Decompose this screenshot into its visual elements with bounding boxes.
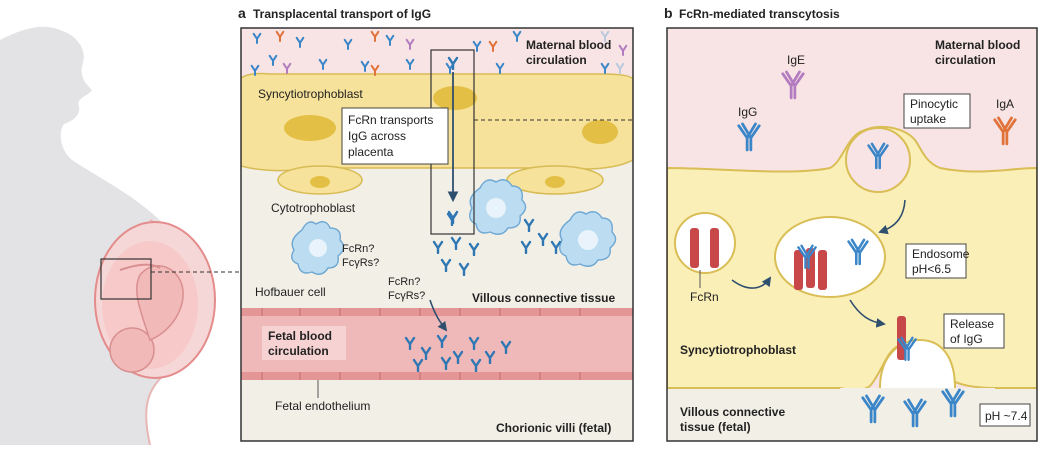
pinocytic-label-1: Pinocytic: [910, 97, 958, 111]
release-label-2: of IgG: [950, 332, 983, 346]
pinocytic-vesicle: [845, 127, 911, 193]
release-label-box: [943, 313, 1005, 349]
fetus-head: [109, 327, 155, 373]
callout-line-2: IgG across: [348, 129, 406, 143]
villous-label-b-2: tissue (fetal): [680, 420, 751, 434]
ph-label: pH ~7.4: [985, 409, 1028, 423]
panel-a-title: Transplacental transport of IgG: [253, 7, 431, 21]
fetal-endothelium-label: Fetal endothelium: [275, 399, 370, 413]
maternal-label-b-2: circulation: [935, 53, 996, 67]
ige-label: IgE: [787, 53, 805, 67]
endosome-label-1: Endosome: [912, 247, 970, 261]
igg-receptors-2: FcγRs?: [388, 290, 425, 302]
panel-a-frame: [240, 27, 634, 442]
arrow-to-endosome: [878, 199, 906, 235]
pregnant-figure-illustration: [0, 26, 216, 446]
maternal-label-b-1: Maternal blood: [935, 38, 1020, 52]
cytotrophoblast-label: Cytotrophoblast: [271, 201, 356, 215]
hofbauer-receptors-1: FcRn?: [342, 243, 374, 255]
chorionic-label: Chorionic villi (fetal): [496, 421, 611, 435]
callout-line-3: placenta: [348, 145, 394, 159]
syncytio-label-b: Syncytiotrophoblast: [680, 343, 796, 357]
fcrn-vesicle: [674, 212, 736, 274]
callout-box: [341, 107, 449, 165]
panel-b-title: FcRn-mediated transcytosis: [679, 7, 840, 21]
igg-label: IgG: [738, 105, 757, 119]
tissue-to-blood-arrow: [429, 299, 448, 332]
maternal-label-a-1: Maternal blood: [526, 38, 611, 52]
hofbauer-label: Hofbauer cell: [255, 285, 326, 299]
fetus-body: [136, 265, 184, 341]
release-label-1: Release: [950, 317, 994, 331]
fetal-blood-label-2: circulation: [268, 344, 329, 358]
callout-line-1: FcRn transports: [348, 113, 433, 127]
syncytiotrophoblast-label-a: Syncytiotrophoblast: [258, 87, 363, 101]
hofbauer-cells: [291, 179, 617, 275]
endosome-label-box: [905, 243, 967, 279]
endosome: [774, 216, 886, 298]
panel-b-letter: b: [664, 5, 673, 21]
pinocytic-label-box: [903, 93, 971, 129]
villous-label-a: Villous connective tissue: [472, 291, 615, 305]
fetal-blood-label-1: Fetal blood: [268, 329, 332, 343]
placenta-zoom-box: [100, 258, 152, 300]
villous-region-b: [667, 388, 1037, 441]
pinocytic-label-2: uptake: [910, 112, 946, 126]
arrow-fcrn-to-endosome: [731, 276, 772, 289]
maternal-label-a-2: circulation: [526, 53, 587, 67]
iga-label: IgA: [996, 97, 1014, 111]
panel-a: a Transplacental transport of IgG Matern…: [238, 5, 634, 442]
arrow-to-release: [849, 299, 886, 328]
panel-b-frame: [666, 27, 1038, 442]
panel-b: b FcRn-mediated transcytosis Maternal bl…: [664, 5, 1038, 442]
fcrn-label: FcRn: [690, 290, 719, 304]
villous-label-b-1: Villous connective: [680, 405, 785, 419]
igg-receptors-1: FcRn?: [388, 276, 420, 288]
endosome-label-2: pH<6.5: [912, 262, 951, 276]
panel-a-letter: a: [238, 5, 246, 21]
fetal-blood-label-bg: [262, 326, 346, 360]
ph-label-box: [979, 403, 1031, 427]
hofbauer-receptors-2: FcγRs?: [342, 257, 379, 269]
